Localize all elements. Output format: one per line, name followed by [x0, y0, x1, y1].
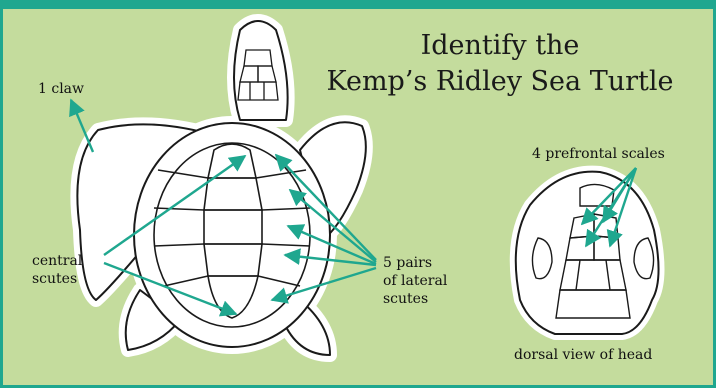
lateral-label-line-3: scutes: [383, 290, 447, 308]
lateral-scutes-label: 5 pairs of lateral scutes: [383, 254, 447, 308]
lateral-label-line-1: 5 pairs: [383, 254, 447, 272]
lateral-label-line-2: of lateral: [383, 272, 447, 290]
prefrontal-scales-label: 4 prefrontal scales: [532, 145, 665, 163]
title-line-1: Identify the: [300, 28, 700, 64]
central-scutes-label: central scutes: [32, 252, 82, 288]
claw-label: 1 claw: [38, 80, 84, 98]
head-dorsal-view: [516, 172, 659, 334]
head-view-caption: dorsal view of head: [514, 346, 652, 364]
central-label-line-2: scutes: [32, 270, 82, 288]
title-line-2: Kemp’s Ridley Sea Turtle: [300, 64, 700, 100]
page-title: Identify the Kemp’s Ridley Sea Turtle: [300, 28, 700, 100]
central-label-line-1: central: [32, 252, 82, 270]
